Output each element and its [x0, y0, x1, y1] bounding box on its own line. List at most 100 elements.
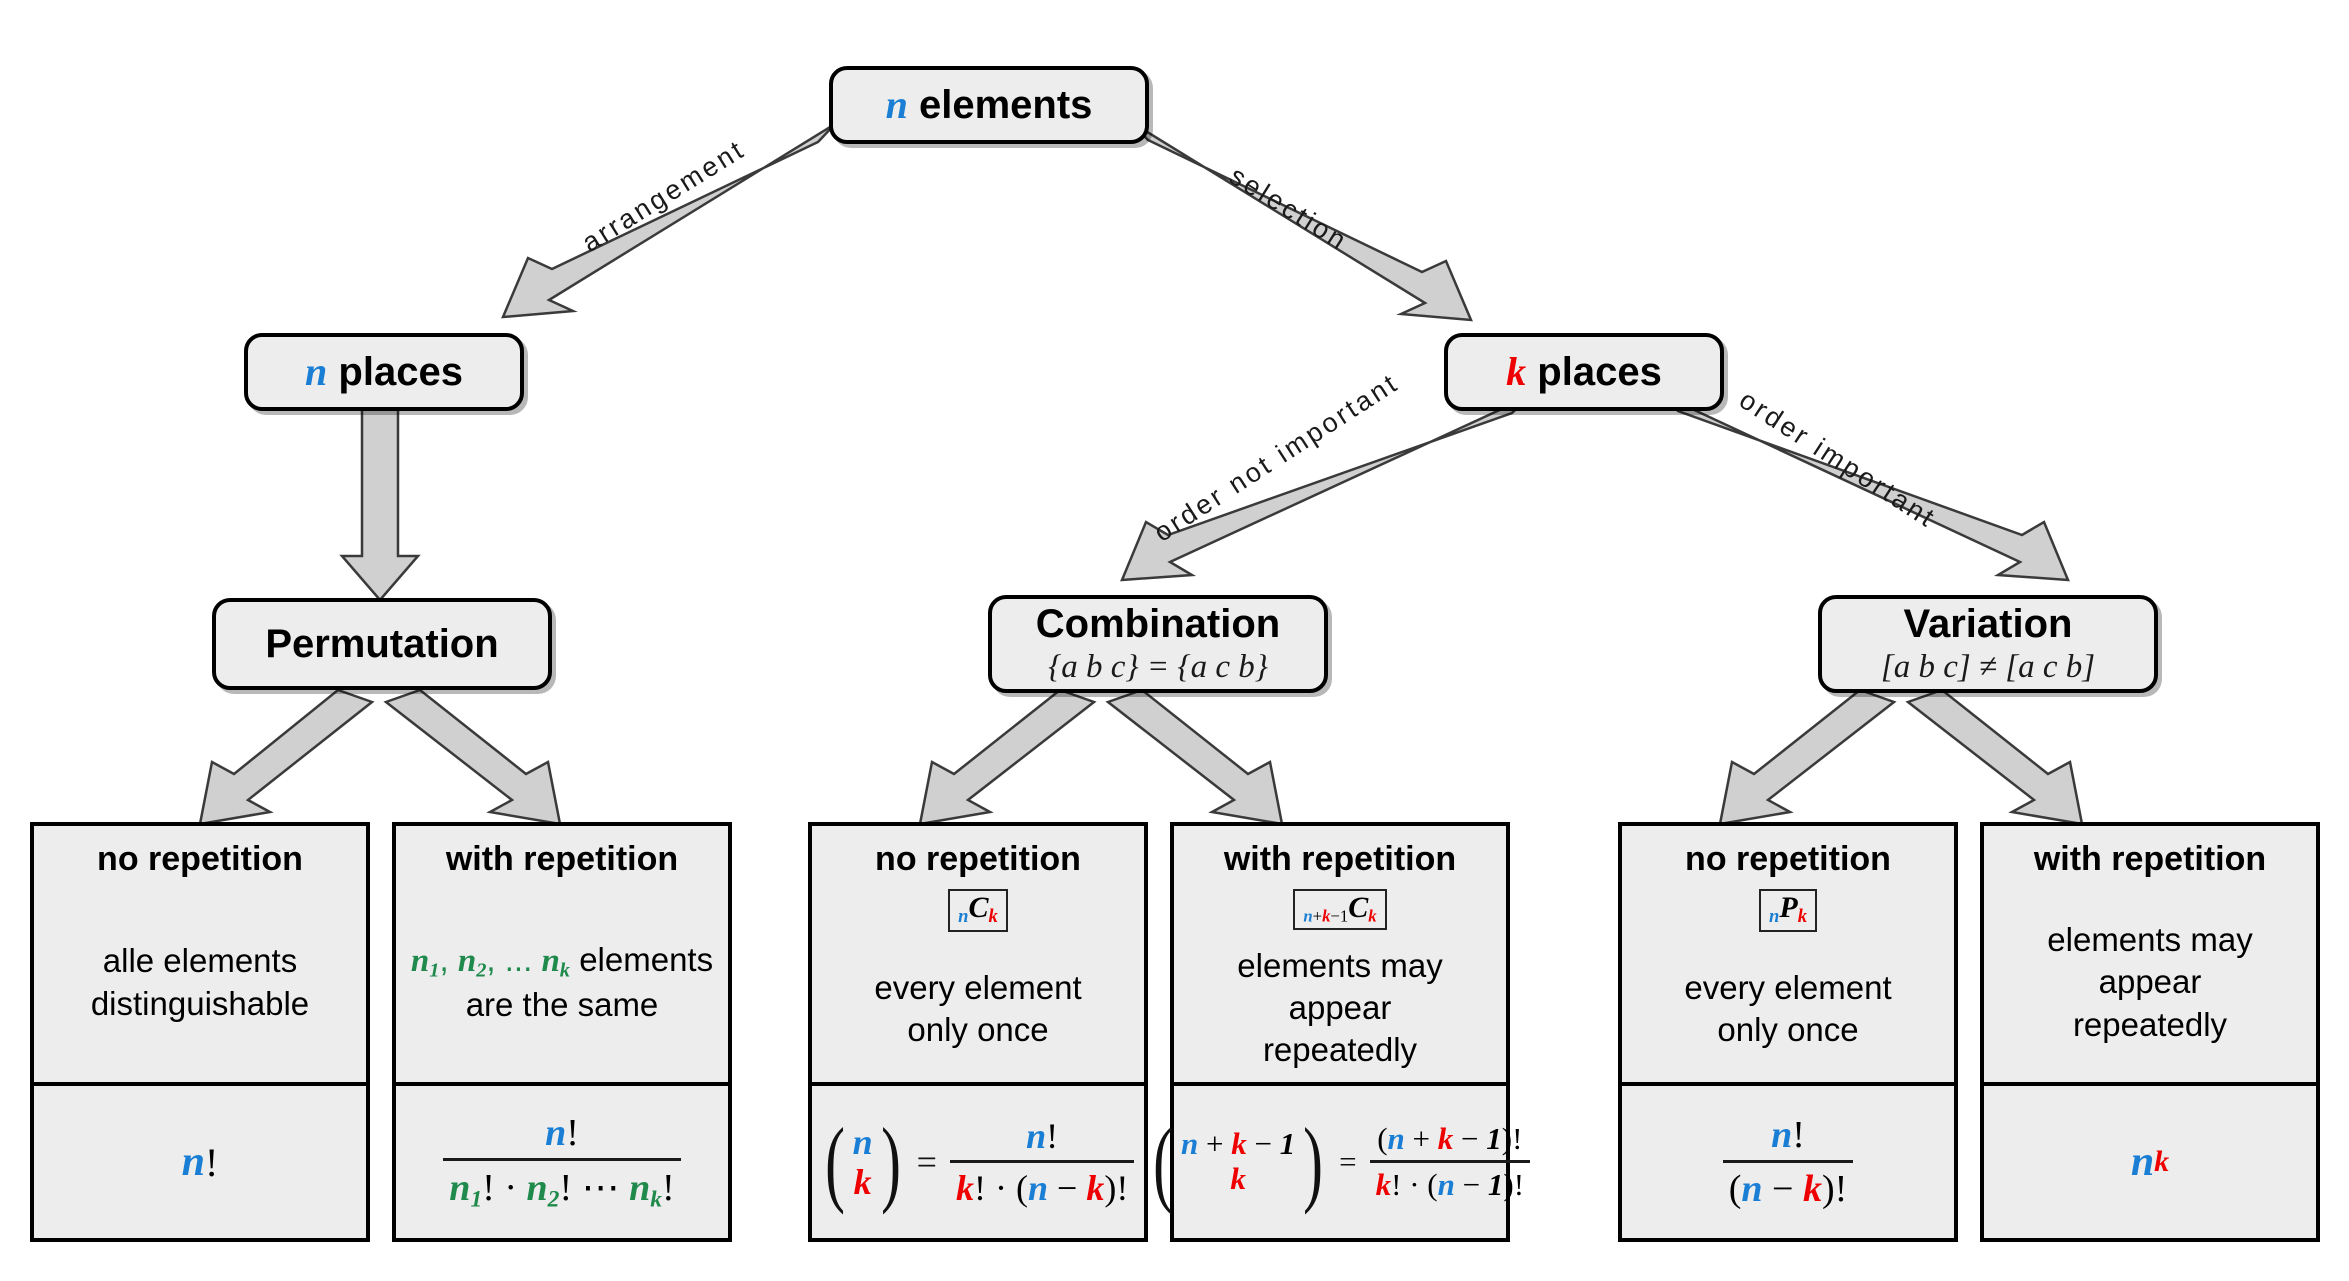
node-combination[interactable]: Combination {a b c} = {a c b}: [988, 595, 1328, 693]
paren-open: (: [1153, 1107, 1173, 1215]
paren-close: ): [880, 1107, 901, 1215]
leaf-heading: no repetition: [97, 840, 303, 878]
leaf-description-line1: n1, n2, ... nk elements: [411, 939, 713, 984]
comma-1: ,: [439, 940, 449, 978]
binom-top-minus: −: [1254, 1126, 1272, 1162]
leaf-description: alle elements distinguishable: [34, 889, 366, 1082]
arrow-root-to-n-places: [501, 122, 836, 319]
den-n: n: [1741, 1168, 1763, 1210]
node-permutation-label: Permutation: [265, 622, 499, 666]
formula-symbol-n: n: [181, 1139, 206, 1185]
leaf-combination-no-repetition[interactable]: no repetition nCk every element only onc…: [808, 822, 1148, 1242]
node-n-places[interactable]: n places: [244, 333, 524, 411]
leaf-variation-no-repetition[interactable]: no repetition nPk every element only onc…: [1618, 822, 1958, 1242]
node-variation-label: Variation: [1903, 601, 2073, 646]
num-bang: !: [1512, 1121, 1523, 1156]
edge-label-order-not-important: order not important: [1148, 367, 1405, 548]
formula-symbol-n: n: [545, 1111, 567, 1154]
num-minus: −: [1461, 1121, 1479, 1156]
binomial-npkm1-choose-k: ( n + k − 1 k ): [1147, 1107, 1329, 1215]
leaf-permutation-no-repetition[interactable]: no repetition alle elements distinguisha…: [30, 822, 370, 1242]
notation-k2: k: [1368, 906, 1377, 926]
num-one: 1: [1486, 1121, 1502, 1156]
leaf-notation-nPk: nPk: [1759, 889, 1817, 932]
leaf-header: no repetition nCk: [812, 826, 1144, 942]
leaf-header: no repetition: [34, 826, 366, 889]
node-n-elements[interactable]: n elements: [829, 66, 1149, 144]
notation-C: C: [1348, 891, 1369, 924]
num-k: k: [1437, 1121, 1454, 1156]
num-bang: !: [1046, 1116, 1059, 1156]
den-cdot: ·: [1409, 1167, 1420, 1202]
leaf-description-line1: elements may appear: [2047, 921, 2253, 1001]
node-n-elements-text: elements: [907, 83, 1093, 127]
den-bang-end: !: [1834, 1168, 1848, 1210]
edge-label-selection: selection: [1224, 160, 1354, 257]
ellipsis: ...: [504, 940, 533, 978]
leaf-description-line1: elements may appear: [1237, 946, 1443, 1027]
node-n-places-label: n places: [305, 351, 463, 394]
arrow-permutation-to-with-repetition: [383, 688, 562, 826]
den-bang-end: !: [1513, 1167, 1525, 1202]
symbol-nk-sub: k: [559, 959, 571, 982]
leaf-variation-with-repetition[interactable]: with repetition elements may appear repe…: [1980, 822, 2320, 1242]
leaf-header: with repetition n+k−1Ck: [1174, 826, 1506, 940]
leaf-combination-with-repetition[interactable]: with repetition n+k−1Ck elements may app…: [1153, 822, 1531, 1242]
elements-word: elements: [579, 940, 714, 978]
notation-k: k: [1797, 906, 1807, 928]
den-bang-k: !: [973, 1168, 986, 1208]
leaf-description-line1: every element: [874, 968, 1082, 1006]
den-n2-sub: 2: [547, 1186, 560, 1213]
den-nk: n: [629, 1166, 651, 1209]
leaf-notation-npkm1Ck: n+k−1Ck: [1293, 889, 1387, 931]
den-cdot-1: ·: [504, 1166, 518, 1209]
node-variation[interactable]: Variation [a b c] ≠ [a c b]: [1818, 595, 2158, 693]
node-k-places-text: places: [1526, 350, 1662, 394]
leaf-description-line2: repeatedly: [2072, 1005, 2228, 1043]
den-paren-open: (: [1015, 1168, 1028, 1208]
node-k-places[interactable]: k places: [1444, 333, 1724, 411]
den-bang-3: !: [662, 1166, 675, 1209]
notation-one: 1: [1339, 906, 1349, 926]
num-n: n: [1026, 1116, 1047, 1156]
den-paren-close: ): [1104, 1168, 1117, 1208]
leaf-permutation-with-repetition[interactable]: with repetition n1, n2, ... nk elements …: [392, 822, 732, 1242]
leaf-description: elements may appear repeatedly: [1984, 889, 2316, 1082]
leaf-description-line2: repeatedly: [1262, 1031, 1418, 1069]
symbol-n2: n: [457, 942, 477, 979]
den-paren-open: (: [1427, 1167, 1438, 1202]
binom-top-k: k: [1231, 1126, 1247, 1162]
arrow-variation-to-no-repetition: [1718, 688, 1897, 826]
symbol-n1: n: [410, 942, 430, 979]
den-n2: n: [526, 1166, 548, 1209]
formula-symbol-n: n: [2130, 1139, 2155, 1185]
den-k: k: [1375, 1167, 1392, 1202]
symbol-n2-sub: 2: [476, 959, 487, 982]
equals-sign: =: [916, 1142, 937, 1182]
den-bang-2: !: [559, 1166, 573, 1209]
notation-minus: −: [1330, 906, 1340, 926]
notation-P: P: [1779, 891, 1798, 924]
den-minus: −: [1057, 1168, 1078, 1208]
binom-top-one: 1: [1279, 1126, 1296, 1162]
edge-label-arrangement: arrangement: [576, 133, 751, 258]
num-plus: +: [1412, 1121, 1431, 1156]
notation-C: C: [968, 891, 989, 924]
leaf-header: no repetition nPk: [1622, 826, 1954, 942]
den-one: 1: [1487, 1167, 1504, 1202]
binom-bottom-k: k: [853, 1162, 872, 1202]
den-paren-close: ): [1503, 1167, 1514, 1202]
den-minus: −: [1772, 1168, 1794, 1210]
den-k: k: [1802, 1168, 1822, 1210]
den-minus: −: [1462, 1167, 1481, 1202]
leaf-formula: n! n1! · n2! ⋯ nk!: [396, 1082, 728, 1238]
symbol-nk: n: [541, 942, 560, 979]
equals-sign: =: [1339, 1144, 1357, 1179]
den-bang-k: !: [1391, 1167, 1402, 1202]
formula-factorial: !: [205, 1139, 219, 1185]
num-bang: !: [1792, 1114, 1805, 1156]
node-combination-example: {a b c} = {a c b}: [1048, 648, 1268, 685]
node-permutation[interactable]: Permutation: [212, 598, 552, 690]
